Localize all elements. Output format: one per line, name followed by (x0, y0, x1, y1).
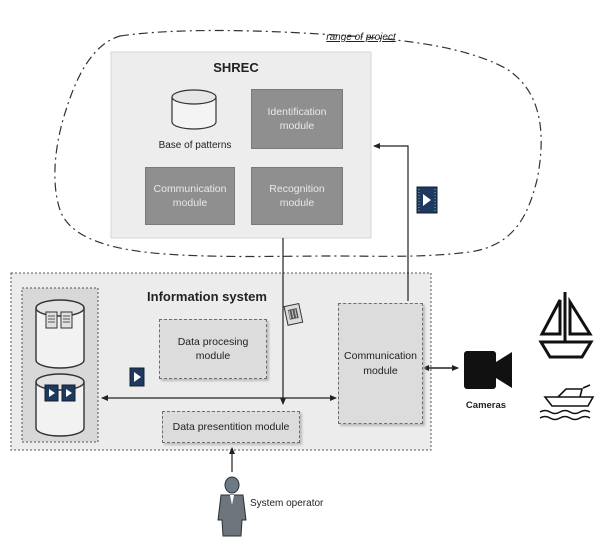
range-of-project-label: range of project (326, 32, 396, 43)
identification-module: Identification module (251, 89, 343, 149)
base-of-patterns-cylinder (171, 89, 217, 130)
information-system-title: Information system (147, 289, 267, 304)
information-communication-module-label: Communication module (344, 350, 417, 377)
system-operator-label: System operator (250, 498, 324, 509)
sailboat-icon (538, 292, 594, 359)
shrec-communication-module-label: Communication module (153, 182, 227, 209)
person-icon (217, 476, 247, 537)
base-of-patterns-label: Base of patterns (158, 140, 232, 151)
project-range-outline (54, 29, 542, 258)
data-presentation-module-label: Data presentition module (172, 420, 290, 433)
arrow-communication-to-shrec (373, 143, 409, 301)
identification-module-label: Identification module (267, 105, 327, 132)
data-processing-module: Data procesing module (159, 319, 267, 379)
cameras-label: Cameras (465, 400, 507, 411)
database-video-icon (35, 373, 85, 437)
camera-icon (464, 351, 512, 389)
recognition-module-label: Recognition module (269, 182, 325, 209)
information-communication-module: Communication module (338, 303, 423, 424)
video-file-icon (416, 186, 438, 214)
recognition-module: Recognition module (251, 167, 343, 225)
shrec-communication-module: Communication module (145, 167, 235, 225)
image-file-icon (283, 302, 304, 326)
data-presentation-module: Data presentition module (162, 411, 300, 443)
motorboat-icon (539, 384, 595, 421)
data-processing-module-label: Data procesing module (177, 335, 249, 362)
small-video-icon (129, 367, 145, 387)
database-documents-icon (35, 299, 85, 369)
shrec-title: SHREC (213, 60, 259, 75)
